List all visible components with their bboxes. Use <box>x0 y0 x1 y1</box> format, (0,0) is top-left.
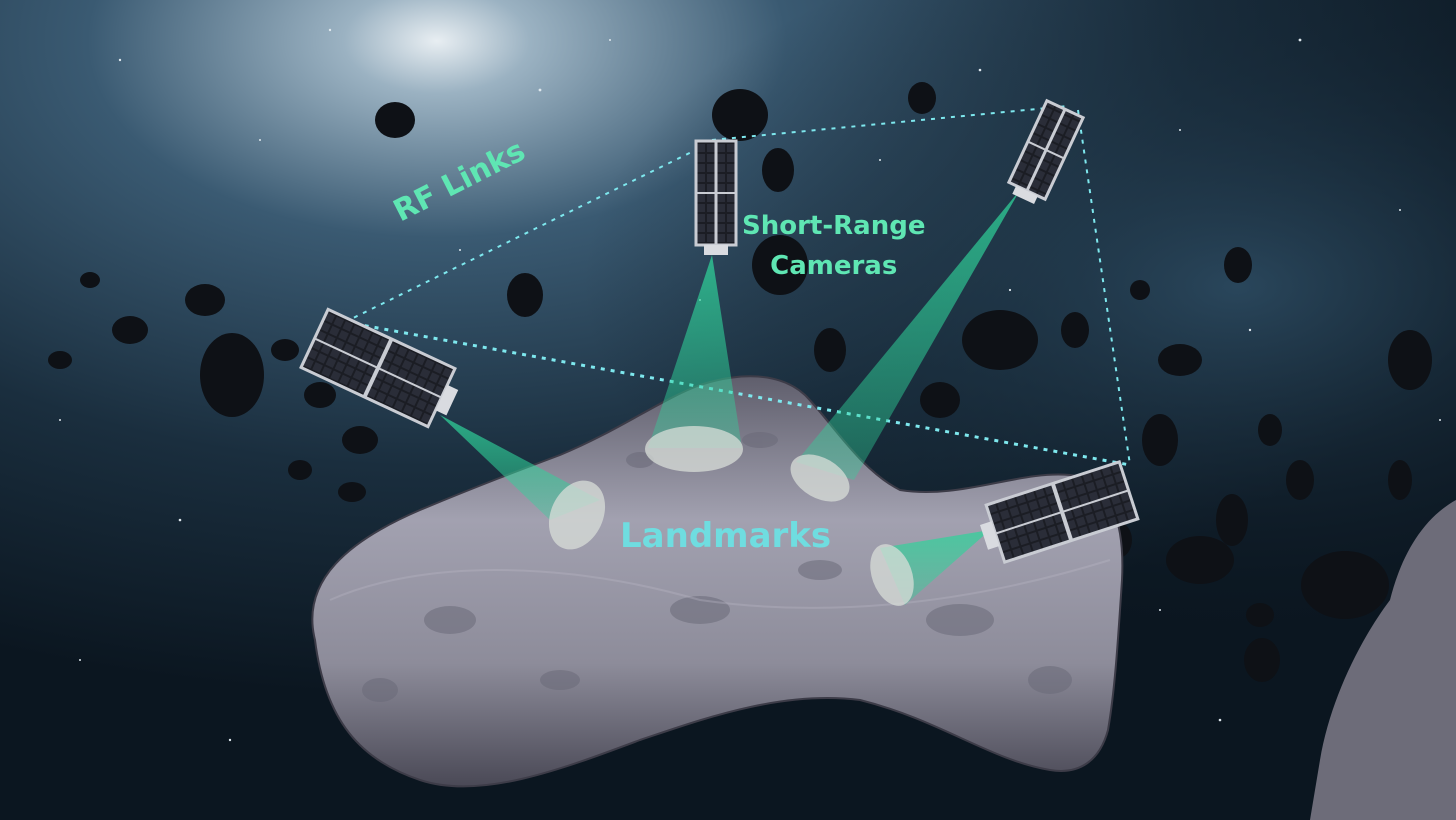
spacecraft-3 <box>1006 98 1086 205</box>
rf-link-1-4 <box>344 320 1131 467</box>
rf-links <box>344 105 1131 467</box>
asteroid-craters <box>362 432 1072 702</box>
asteroid-debris <box>48 82 1432 682</box>
spacecraft-1 <box>299 307 459 429</box>
camera-beam-2 <box>648 255 742 448</box>
landmarks-label: Landmarks <box>620 516 832 556</box>
camera-beams <box>440 190 1020 606</box>
short-range-cameras-label: Short-Range Cameras <box>742 206 925 286</box>
cameras-label-line-2: Cameras <box>770 251 898 281</box>
landmark-spot-4 <box>870 544 914 606</box>
star-field <box>59 28 1441 742</box>
foreground-rock <box>1310 500 1456 820</box>
spacecraft-4 <box>979 459 1140 565</box>
landmark-spot-3 <box>790 454 850 502</box>
rf-link-1-2 <box>344 141 713 323</box>
camera-beam-3 <box>796 190 1020 480</box>
landmark-spot-2 <box>645 426 743 472</box>
landmark-spot-1 <box>548 480 606 550</box>
cameras-label-line-1: Short-Range <box>742 211 926 241</box>
spacecraft-2 <box>694 139 738 255</box>
